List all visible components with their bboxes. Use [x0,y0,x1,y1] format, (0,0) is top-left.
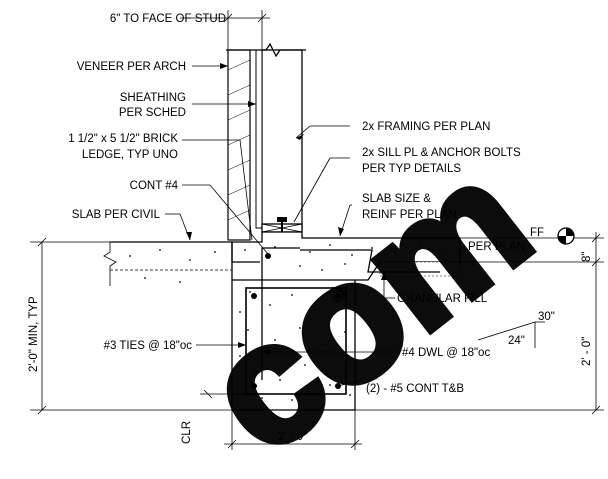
note-granular-fill: GRANULAR FILL [397,293,488,305]
rebar [245,247,440,395]
exterior-grade [103,241,232,286]
note-ledge-2: LEDGE, TYP UNO [82,149,178,161]
cont-bar-bot-left [251,383,257,389]
note-veneer: VENEER PER ARCH [77,61,186,73]
note-ties: #3 TIES @ 18"oc [104,340,193,352]
note-sheathing-1: SHEATHING [120,92,186,104]
note-sill-1: 2x SILL PL & ANCHOR BOLTS [362,147,521,159]
datum-symbol-icon [557,227,575,245]
hook-circle [332,290,344,302]
sheathing-layer [255,49,263,229]
note-ledge-1: 1 1/2" x 5 1/2" BRICK [68,133,178,145]
note-per-plan: PER PLAN [468,241,525,253]
note-cont-tb: (2) - #5 CONT T&B [366,383,464,395]
leaders [165,65,398,387]
note-slab-size-2: REINF PER PLAN [362,209,457,221]
note-dowel: #4 DWL @ 18"oc [402,347,490,359]
stud-wall [261,49,303,229]
dim-30: 30" [538,311,555,323]
cont-bar-top-left [251,293,257,299]
rebar-hook-icon [331,287,347,303]
cont-4-bar [265,253,271,259]
dowel-bar [261,247,300,380]
tie-bar [245,287,347,395]
cont-bar-top-right [335,293,341,299]
dim-min-typ: 2'-0" MIN, TYP [28,296,40,372]
note-framing: 2x FRAMING PER PLAN [362,121,490,133]
anchor-bolt-nut [277,217,287,222]
brick-ledge [231,242,260,263]
break-line-icon [226,42,306,58]
dim-2-0-right: 2' - 0" [581,337,593,366]
dimensions [30,10,604,450]
dim-24: 24" [508,335,525,347]
note-stud-face: 6" TO FACE OF STUD [110,13,226,25]
note-slab-civil: SLAB PER CIVIL [72,209,161,221]
note-slab-size-1: SLAB SIZE & [362,193,431,205]
note-cont4: CONT #4 [130,180,179,192]
dim-8: 8" [581,252,593,262]
leader-arrows [186,63,387,355]
note-sheathing-2: PER SCHED [119,107,186,119]
dim-2-0-bottom: 2' - 0" [278,431,307,443]
note-sill-2: PER TYP DETAILS [362,163,461,175]
slab-rebar [300,249,440,273]
dim-clr: CLR [181,421,193,444]
note-ff: FF [530,227,544,239]
